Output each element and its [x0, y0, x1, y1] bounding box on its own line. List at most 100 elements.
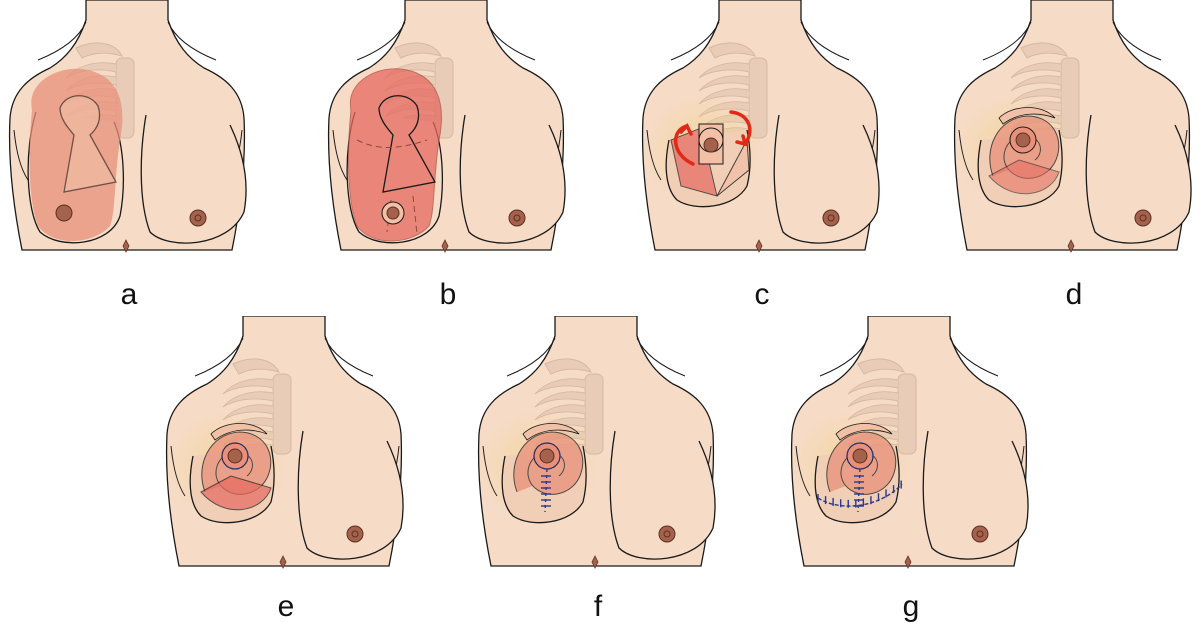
- breast-right: [140, 114, 247, 244]
- clavicle-bone: [75, 42, 123, 59]
- nipple-right: [508, 209, 526, 227]
- nipple-right-center: [827, 214, 835, 222]
- breast-right: [609, 430, 716, 560]
- nipple-right: [189, 209, 207, 227]
- rib-bone: [698, 75, 750, 92]
- nipple-left: [227, 448, 243, 464]
- periareolar-suture: [533, 442, 561, 470]
- breast-right: [922, 430, 1029, 560]
- panel-e: e: [155, 316, 417, 622]
- navel: [755, 239, 763, 253]
- clavicle-bone: [544, 358, 592, 375]
- nipple-right-center: [976, 530, 984, 538]
- clavicle-bone: [394, 42, 442, 59]
- breast-right: [773, 114, 880, 244]
- clavicle-bone: [708, 42, 756, 59]
- breast-right: [459, 114, 566, 244]
- rib-bone: [534, 378, 586, 395]
- rib-bone: [847, 378, 899, 395]
- panel-f: f: [467, 316, 729, 622]
- clavicle-bone: [1020, 42, 1068, 59]
- torso-illustration-b: [327, 0, 566, 253]
- neck-line-right: [636, 337, 686, 377]
- panel-label-a: a: [120, 278, 138, 311]
- base-anatomy: [641, 0, 880, 253]
- nipple-right-center: [1139, 214, 1147, 222]
- suture-lines: [221, 442, 249, 470]
- rib-bone: [1010, 75, 1062, 92]
- rib-bone: [534, 391, 586, 408]
- navel: [441, 239, 449, 253]
- nipple-left: [386, 206, 400, 220]
- arm-crease-left: [13, 129, 29, 181]
- inferior-triangle: [988, 159, 1060, 195]
- spiral-flap-edge: [210, 423, 268, 441]
- torso-illustration-d: [953, 0, 1192, 253]
- nipple-right: [822, 209, 840, 227]
- pedicle-dashed-line: [356, 139, 428, 148]
- flap-lateral: [716, 138, 750, 197]
- navel: [122, 239, 130, 253]
- neck-line-right: [486, 21, 536, 61]
- nipple-left: [852, 448, 868, 464]
- rotation-arrows: [673, 110, 752, 166]
- base-anatomy: [327, 0, 566, 253]
- rib-bone: [847, 391, 899, 408]
- periareolar-suture: [221, 442, 249, 470]
- spiral-flap-edge: [998, 107, 1056, 125]
- nipple-left: [1015, 132, 1031, 148]
- neck-line-right: [949, 337, 999, 377]
- panel-d: d: [943, 0, 1200, 310]
- base-anatomy: [477, 316, 716, 569]
- navel: [279, 555, 287, 569]
- rotation-arrowhead-right: [735, 134, 748, 147]
- torso-illustration-a: [8, 0, 247, 253]
- neck-line-right: [167, 21, 217, 61]
- rib-bone: [222, 391, 274, 408]
- base-anatomy: [953, 0, 1192, 253]
- spiral-flap-edge: [522, 423, 580, 441]
- panel-label-e: e: [277, 590, 295, 623]
- rib-bone: [222, 378, 274, 395]
- nipple-right: [658, 525, 676, 543]
- panel-label-c: c: [754, 278, 770, 311]
- keyhole-marking: [59, 95, 118, 193]
- neck-line-left: [670, 21, 720, 61]
- torso-illustration-e: [165, 316, 404, 569]
- panel-b: b: [317, 0, 579, 310]
- neck-line-left: [194, 337, 244, 377]
- navel: [591, 555, 599, 569]
- panel-label-f: f: [593, 590, 603, 623]
- neck-line-left: [982, 21, 1032, 61]
- breast-right: [297, 430, 404, 560]
- spiral-flap-edge: [835, 423, 893, 441]
- base-anatomy: [790, 316, 1029, 569]
- rotation-arrowhead-left: [679, 123, 693, 136]
- torso-illustration-g: [790, 316, 1029, 569]
- nipple-left: [539, 448, 555, 464]
- base-anatomy: [8, 0, 247, 253]
- panel-c: c: [631, 0, 893, 310]
- nipple-right: [971, 525, 989, 543]
- clavicle-bone: [857, 358, 905, 375]
- neck-line-right: [800, 21, 850, 61]
- neck-line-left: [506, 337, 556, 377]
- clavicle-bone: [232, 358, 280, 375]
- navel: [904, 555, 912, 569]
- arm-crease-left: [332, 129, 348, 181]
- rib-bone: [698, 62, 750, 79]
- nipple-right-center: [351, 530, 359, 538]
- neck-line-left: [356, 21, 406, 61]
- neck-line-left: [37, 21, 87, 61]
- panel-g: g: [780, 316, 1042, 622]
- neck-line-left: [819, 337, 869, 377]
- inferior-triangle: [200, 475, 272, 511]
- neck-line-right: [1112, 21, 1162, 61]
- nipple-right-center: [513, 214, 521, 222]
- navel: [1067, 239, 1075, 253]
- panel-label-g: g: [902, 590, 920, 623]
- base-anatomy: [165, 316, 404, 569]
- torso-illustration-f: [477, 316, 716, 569]
- periareolar-suture: [846, 442, 874, 470]
- keyhole-marking: [378, 95, 437, 193]
